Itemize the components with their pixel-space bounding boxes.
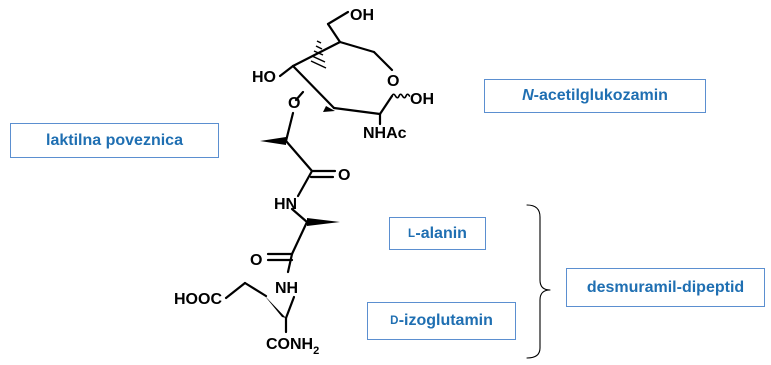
label-alanine-rest: -alanin — [415, 224, 467, 242]
label-dipeptide-text: desmuramil-dipeptid — [586, 278, 745, 296]
label-acetylglucosamine: N-acetilglukozamin — [484, 79, 706, 113]
atom-hooc: HOOC — [174, 291, 222, 308]
bond — [291, 64, 336, 110]
hash-bond — [310, 40, 327, 69]
bonds — [224, 10, 551, 359]
bond — [296, 169, 314, 198]
hash-stroke — [313, 50, 324, 56]
atom-o-ring: O — [387, 73, 399, 90]
bond — [294, 90, 305, 102]
bond — [378, 94, 394, 116]
bond — [326, 10, 350, 26]
bond — [284, 139, 314, 173]
atom-conh-subscript: 2 — [313, 345, 319, 357]
bond — [326, 22, 342, 44]
wedge-bond — [307, 218, 340, 226]
bond — [278, 64, 295, 78]
atom-hn-amide: HN — [274, 196, 297, 213]
bond — [372, 50, 394, 72]
bond — [290, 220, 309, 256]
bond — [290, 207, 309, 224]
atom-o-carbonyl-2: O — [250, 252, 262, 269]
bond — [224, 281, 247, 300]
hash-stroke — [311, 55, 326, 63]
bond — [332, 106, 382, 116]
bond — [284, 111, 295, 143]
label-lactyl-linker-text: laktilna poveznica — [46, 131, 183, 149]
bond — [338, 40, 376, 54]
label-dipeptide: desmuramil-dipeptid — [566, 268, 765, 307]
atom-nhac: NHAc — [363, 125, 407, 142]
atom-o-carbonyl-1: O — [338, 167, 350, 184]
wedge-bond — [323, 106, 335, 112]
atom-oh-anomeric: OH — [410, 91, 434, 108]
bond — [284, 295, 296, 320]
atom-ho-left: HO — [252, 69, 276, 86]
wedges — [260, 106, 340, 318]
atom-nh-amide: NH — [275, 280, 298, 297]
bond — [391, 93, 411, 99]
label-isoglutamine: D-izoglutamin — [367, 302, 516, 340]
hash-stroke — [310, 60, 327, 69]
label-lactyl-linker: laktilna poveznica — [10, 123, 219, 158]
bond — [243, 281, 268, 298]
atom-labels: OH HO O O OH NHAc O HN O NH HOOC CONH2 — [174, 7, 434, 357]
atom-conh2: CONH2 — [266, 336, 319, 357]
label-isoglutamine-rest: -izoglutamin — [398, 312, 493, 329]
dipeptide-bracket — [526, 204, 551, 359]
wedge-bond — [260, 137, 286, 145]
label-acetylglucosamine-prefix: N — [522, 87, 534, 104]
atom-conh-main: CONH — [266, 336, 313, 353]
atom-o-ether: O — [288, 95, 300, 112]
label-alanine: L-alanin — [389, 217, 486, 250]
label-acetylglucosamine-rest: -acetilglukozamin — [533, 87, 668, 104]
label-isoglutamine-prefix: D — [390, 315, 399, 327]
atom-oh-top: OH — [350, 7, 374, 24]
wedge-bond — [264, 295, 286, 318]
hash-stroke — [316, 40, 322, 44]
bond — [291, 40, 342, 68]
label-alanine-prefix: L — [408, 227, 416, 240]
hash-stroke — [315, 45, 323, 50]
bond — [286, 252, 294, 274]
